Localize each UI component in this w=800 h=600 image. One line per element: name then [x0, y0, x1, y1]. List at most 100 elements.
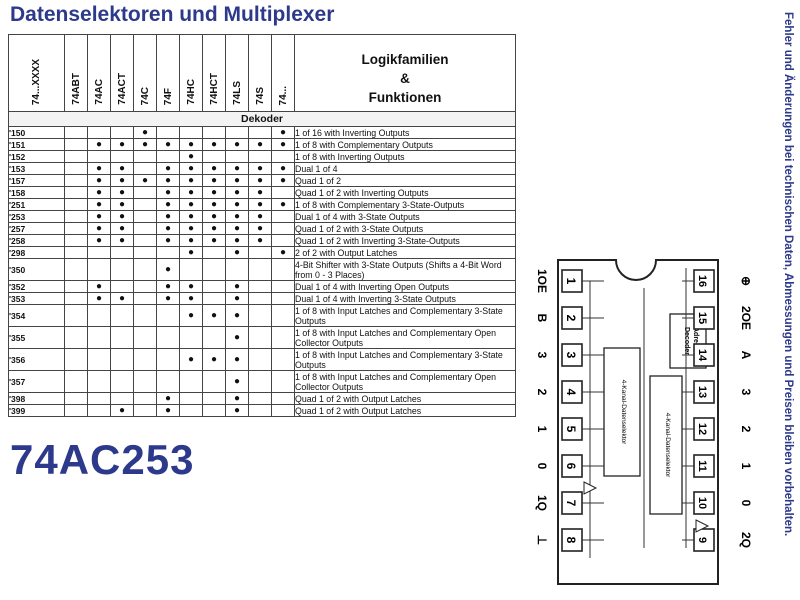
type-code: '151	[8, 138, 65, 151]
table-row: '298●●●2 of 2 with Output Latches	[8, 246, 516, 259]
function-description: 1 of 8 with Input Latches and Complement…	[294, 370, 516, 393]
availability-mark: ●	[87, 198, 111, 211]
availability-mark: ●	[87, 138, 111, 151]
availability-mark: ●	[110, 138, 134, 151]
availability-mark: ●	[87, 210, 111, 223]
pin-number: 15	[696, 312, 708, 324]
table-row: '399●●●Quad 1 of 2 with Output Latches	[8, 404, 516, 417]
availability-mark	[225, 150, 249, 163]
function-header-line: Funktionen	[368, 90, 442, 105]
availability-mark	[271, 292, 295, 305]
family-header: 74ACT	[110, 34, 134, 112]
availability-mark: ●	[225, 348, 249, 371]
availability-mark	[133, 304, 157, 327]
function-header-line: &	[400, 71, 410, 86]
availability-mark	[133, 222, 157, 235]
table-row: '153●●●●●●●●Dual 1 of 4	[8, 162, 516, 175]
pin-label: ⊕	[739, 276, 753, 286]
availability-mark: ●	[179, 210, 203, 223]
availability-mark	[156, 150, 180, 163]
availability-mark	[133, 150, 157, 163]
availability-mark: ●	[156, 280, 180, 293]
availability-mark	[248, 326, 272, 349]
availability-mark: ●	[87, 292, 111, 305]
family-header: 74HC	[179, 34, 203, 112]
mux-left-label: 4-Kanal-Datenselektor	[620, 380, 627, 446]
table-row: '352●●●●Dual 1 of 4 with Inverting Open …	[8, 280, 516, 293]
availability-mark	[225, 258, 249, 281]
availability-mark	[271, 348, 295, 371]
availability-mark	[248, 150, 272, 163]
family-header-label: 74AC	[93, 79, 105, 105]
availability-mark	[133, 162, 157, 175]
availability-mark	[133, 210, 157, 223]
availability-mark	[133, 246, 157, 259]
pin-label: 3	[739, 389, 753, 396]
pin-number: 7	[564, 500, 578, 507]
availability-mark: ●	[156, 138, 180, 151]
function-description: 1 of 8 with Complementary 3-State-Output…	[294, 198, 516, 211]
type-code: '253	[8, 210, 65, 223]
table-row: '152●1 of 8 with Inverting Outputs	[8, 150, 516, 163]
availability-mark	[110, 370, 134, 393]
availability-mark	[87, 304, 111, 327]
availability-mark	[64, 150, 88, 163]
availability-mark: ●	[179, 198, 203, 211]
availability-mark: ●	[179, 304, 203, 327]
pin-label: 2	[535, 389, 549, 396]
availability-mark	[64, 280, 88, 293]
availability-mark	[64, 370, 88, 393]
availability-mark	[133, 392, 157, 405]
pin-number: 9	[696, 537, 708, 543]
function-description: Dual 1 of 4 with Inverting 3-State Outpu…	[294, 292, 516, 305]
availability-mark: ●	[110, 174, 134, 187]
availability-mark	[271, 280, 295, 293]
section-label: Dekoder	[8, 111, 516, 127]
availability-mark: ●	[156, 258, 180, 281]
function-description: 1 of 16 with Inverting Outputs	[294, 126, 516, 139]
pin-number: 11	[696, 460, 708, 472]
type-code: '158	[8, 186, 65, 199]
availability-mark: ●	[271, 198, 295, 211]
availability-mark	[87, 392, 111, 405]
availability-mark	[156, 326, 180, 349]
pin-label: 2	[739, 426, 753, 433]
pin-label: 0	[739, 500, 753, 507]
availability-mark	[110, 348, 134, 371]
availability-mark: ●	[248, 198, 272, 211]
availability-mark	[156, 126, 180, 139]
type-code: '298	[8, 246, 65, 259]
availability-mark	[133, 326, 157, 349]
table-row: '158●●●●●●●Quad 1 of 2 with Inverting Ou…	[8, 186, 516, 199]
availability-mark	[271, 370, 295, 393]
availability-mark	[248, 392, 272, 405]
availability-mark: ●	[225, 198, 249, 211]
availability-mark: ●	[202, 234, 226, 247]
availability-mark: ●	[271, 174, 295, 187]
availability-mark	[271, 392, 295, 405]
ic-package-outline	[557, 259, 719, 585]
availability-mark: ●	[87, 162, 111, 175]
availability-mark: ●	[225, 392, 249, 405]
availability-mark: ●	[202, 138, 226, 151]
availability-mark	[133, 186, 157, 199]
corner-label: 74...XXXX	[31, 58, 42, 105]
availability-mark	[248, 246, 272, 259]
availability-mark	[179, 392, 203, 405]
availability-mark	[271, 326, 295, 349]
family-header: 74ABT	[64, 34, 88, 112]
availability-mark: ●	[156, 162, 180, 175]
output-buffer-left	[583, 481, 598, 495]
function-description: 1 of 8 with Input Latches and Complement…	[294, 326, 516, 349]
availability-mark	[133, 370, 157, 393]
availability-mark	[87, 326, 111, 349]
availability-mark	[248, 292, 272, 305]
availability-mark: ●	[179, 174, 203, 187]
availability-mark	[110, 258, 134, 281]
availability-mark: ●	[202, 304, 226, 327]
availability-mark	[87, 404, 111, 417]
pin-label: 2OE	[739, 306, 753, 330]
type-code: '258	[8, 234, 65, 247]
availability-mark: ●	[110, 210, 134, 223]
